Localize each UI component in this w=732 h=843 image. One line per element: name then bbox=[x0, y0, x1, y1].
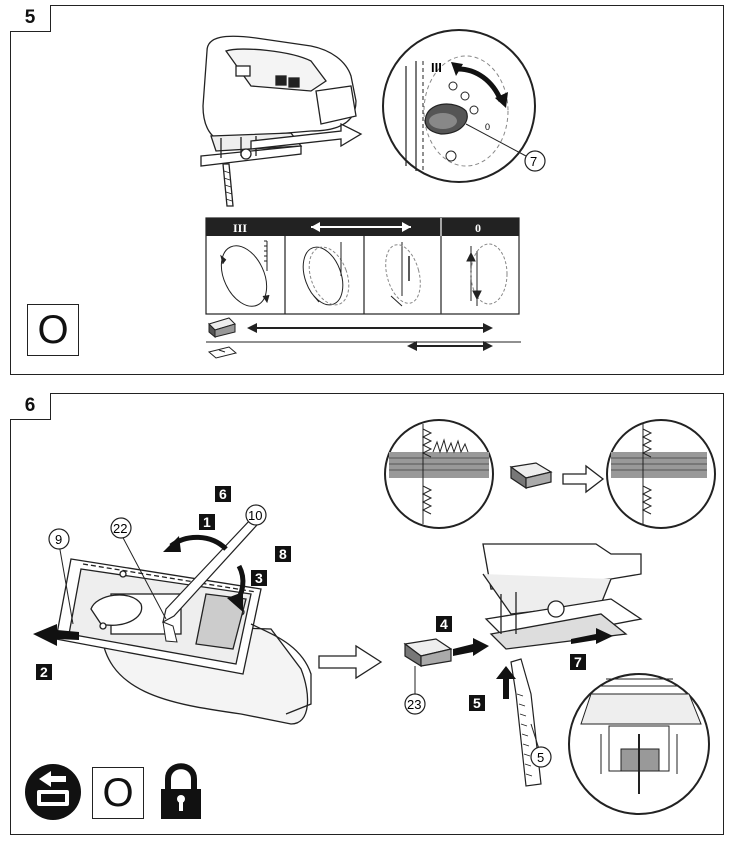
step-5: 5 bbox=[473, 695, 481, 711]
thin-sheet-icon bbox=[207, 346, 238, 359]
blade-holder-illustration bbox=[482, 543, 643, 650]
remove-battery-icon bbox=[25, 764, 81, 820]
panel5-drawing: III 0 7 III 0 bbox=[200, 29, 546, 359]
table-header-III: III bbox=[233, 221, 247, 235]
step-2: 2 bbox=[40, 664, 48, 680]
lock-icon bbox=[161, 763, 201, 819]
callout-9: 9 bbox=[55, 532, 62, 547]
step-labels: 1 2 3 4 5 6 7 8 bbox=[36, 486, 586, 711]
step-7: 7 bbox=[574, 654, 582, 670]
jigsaw-illustration bbox=[200, 35, 357, 207]
table-header-0: 0 bbox=[475, 221, 481, 235]
blade-cut-detail-circle bbox=[384, 419, 494, 529]
base-plate-illustration bbox=[55, 558, 312, 725]
step-4: 4 bbox=[440, 616, 448, 632]
pendulum-setting-box: O bbox=[92, 767, 144, 819]
pendulum-table: III 0 bbox=[205, 217, 520, 315]
callout-7-circle bbox=[524, 150, 546, 172]
zoom-mark-III: III bbox=[431, 60, 442, 75]
figure-panel-6: 6 bbox=[10, 393, 724, 835]
callout-10: 10 bbox=[248, 508, 262, 523]
selector-zoom-circle: III 0 7 bbox=[382, 29, 546, 183]
blade-clean-detail-circle bbox=[606, 419, 716, 529]
figure-panel-5: 5 bbox=[10, 5, 724, 375]
step-6: 6 bbox=[219, 486, 227, 502]
callout-23: 23 bbox=[407, 697, 421, 712]
figure-number: 6 bbox=[10, 393, 51, 420]
part-callouts: 9 22 10 23 5 bbox=[48, 504, 552, 768]
step-8: 8 bbox=[279, 546, 287, 562]
thick-workpiece-icon bbox=[208, 317, 236, 339]
callout-22: 22 bbox=[113, 521, 127, 536]
sequence-arrow bbox=[318, 644, 383, 680]
clamp-detail-circle bbox=[568, 673, 710, 815]
callout-7: 7 bbox=[530, 154, 537, 169]
zoom-mark-0: 0 bbox=[485, 122, 490, 132]
saw-blade bbox=[510, 658, 542, 787]
panel6-drawing: 1 2 3 4 5 6 7 8 9 22 10 23 bbox=[25, 419, 716, 820]
blade-clamp-23 bbox=[403, 638, 453, 668]
clamp-small bbox=[509, 462, 553, 490]
step-1: 1 bbox=[203, 514, 211, 530]
zoom-arrow bbox=[250, 122, 363, 150]
figure-number: 5 bbox=[10, 5, 51, 32]
step-3: 3 bbox=[255, 570, 263, 586]
pendulum-setting-box: O bbox=[27, 304, 79, 356]
material-speed-rows bbox=[206, 317, 521, 359]
callout-5: 5 bbox=[537, 750, 544, 765]
